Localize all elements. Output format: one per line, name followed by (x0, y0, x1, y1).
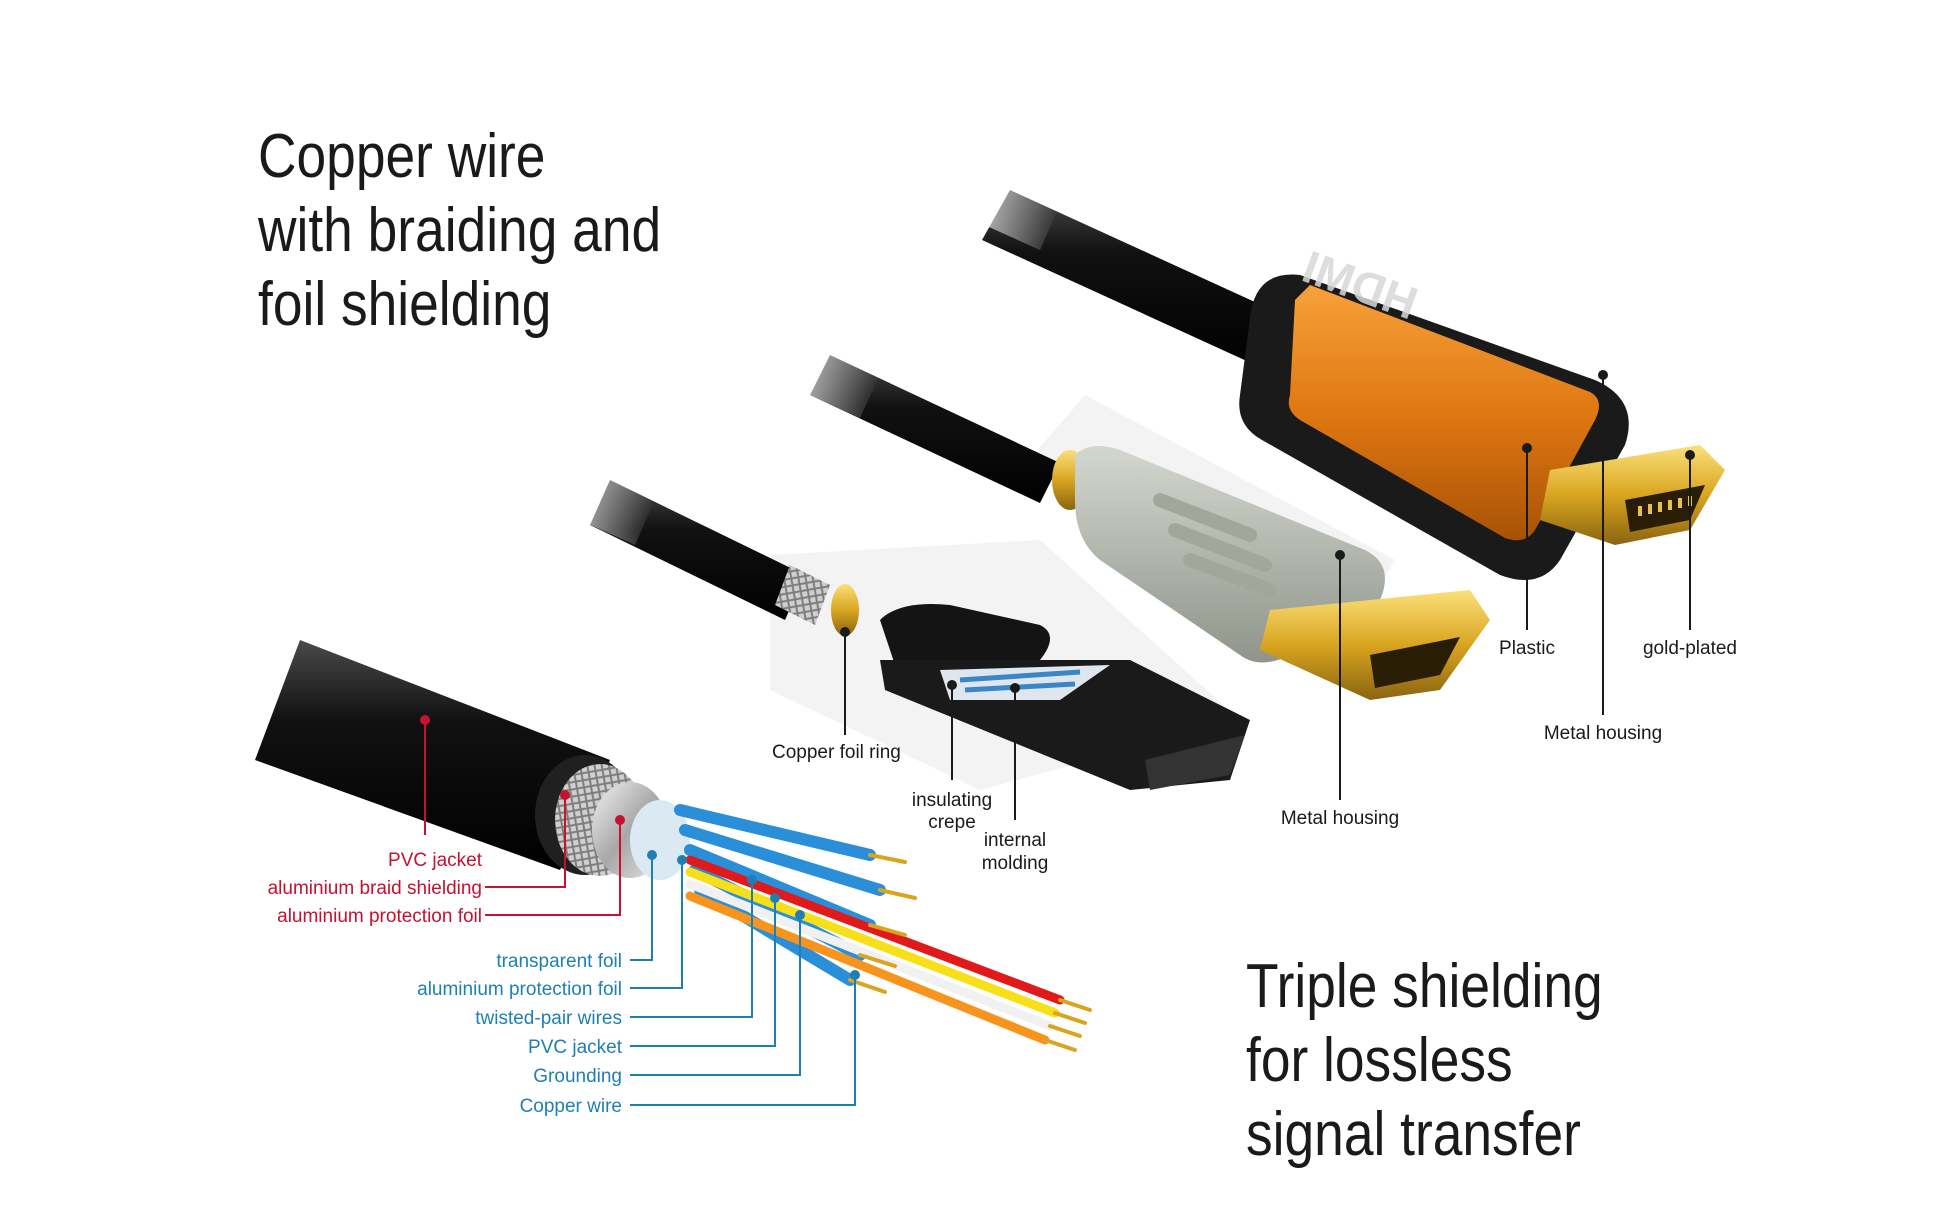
label-copper-foil-ring: Copper foil ring (772, 742, 901, 763)
label-braid-shielding: aluminium braid shielding (268, 878, 482, 899)
label-plastic: Plastic (1499, 638, 1555, 659)
leader-lines-inner (630, 855, 856, 1106)
label-pvc-jacket-inner: PVC jacket (528, 1037, 623, 1058)
label-protection-foil-outer: aluminium protection foil (277, 906, 482, 927)
plug-labels: Copper foil ring insulating crepe intern… (772, 638, 1737, 874)
label-molding: molding (982, 853, 1049, 874)
headline-line: foil shielding (258, 270, 552, 339)
label-metal-housing-right: Metal housing (1544, 723, 1662, 744)
label-metal-housing-mid: Metal housing (1281, 808, 1399, 829)
label-protection-foil-inner: aluminium protection foil (417, 979, 622, 1000)
headline-line: Copper wire (258, 122, 546, 191)
label-grounding: Grounding (533, 1066, 622, 1087)
label-internal: internal (984, 830, 1046, 851)
label-copper-wire: Copper wire (520, 1096, 622, 1117)
transparent-foil (630, 800, 690, 880)
headline-line: signal transfer (1246, 1100, 1581, 1169)
leader-lines-plugs (844, 375, 1691, 820)
hdmi-plug-open (535, 455, 1250, 790)
hdmi-plug-orange: HDMI (940, 160, 1725, 580)
label-insulating: insulating (912, 790, 992, 811)
headline-line: for lossless (1246, 1026, 1513, 1095)
cable-jacket-grey (810, 355, 1060, 503)
label-pvc-jacket-outer: PVC jacket (388, 850, 483, 871)
label-transparent-foil: transparent foil (496, 951, 622, 972)
pvc-jacket-outer (255, 640, 610, 870)
copper-foil-ring (831, 584, 859, 636)
headline-copper-wire: Copper wire with braiding and foil shiel… (258, 120, 661, 342)
metal-housing-orange (1288, 285, 1599, 541)
leader-lines-outer (424, 720, 621, 916)
outer-labels: PVC jacket aluminium braid shielding alu… (268, 850, 483, 927)
label-twisted-pair: twisted-pair wires (475, 1008, 622, 1029)
label-gold-plated: gold-plated (1643, 638, 1737, 659)
hdmi-plug-grey (760, 330, 1490, 700)
braid-shield-open (775, 565, 830, 625)
headline-line: Triple shielding (1246, 952, 1603, 1021)
cable-cross-section (210, 640, 1092, 1052)
headline-triple-shielding: Triple shielding for lossless signal tra… (1246, 950, 1603, 1172)
inner-labels: transparent foil aluminium protection fo… (417, 951, 623, 1117)
label-crepe: crepe (928, 812, 976, 833)
headline-line: with braiding and (258, 196, 662, 265)
cable-jacket-right (982, 190, 1290, 368)
